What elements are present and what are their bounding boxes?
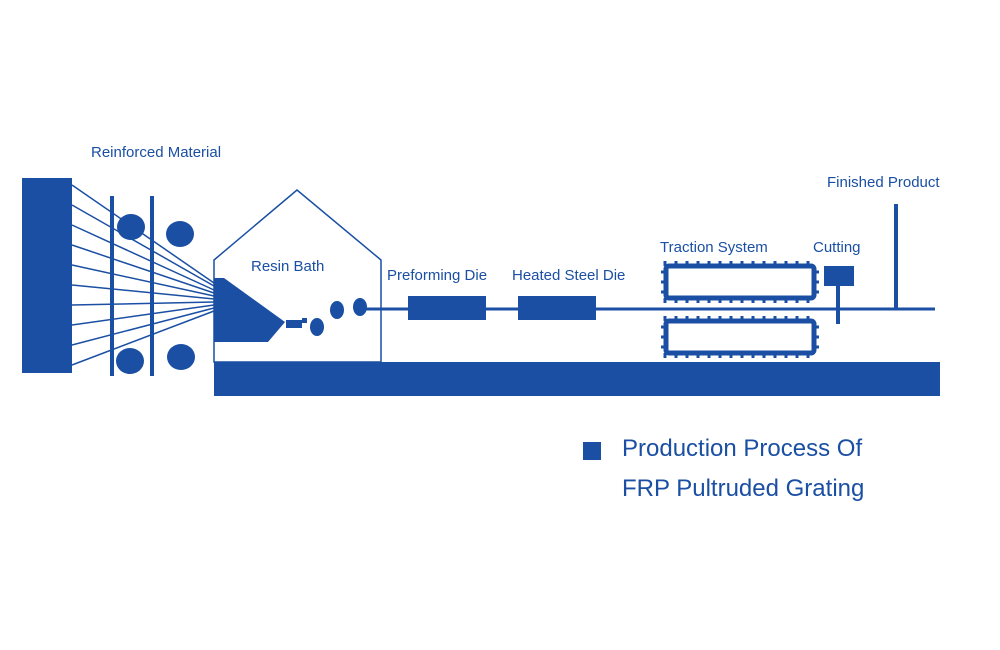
- label-resin-bath: Resin Bath: [251, 258, 325, 275]
- label-heated-steel-die: Heated Steel Die: [512, 267, 626, 284]
- cutting-saw-head: [824, 266, 854, 286]
- caption-line-2: FRP Pultruded Grating: [622, 475, 865, 502]
- label-finished-product: Finished Product: [827, 174, 940, 191]
- label-preforming-die: Preforming Die: [387, 267, 488, 284]
- caption-line-1: Production Process Of: [622, 435, 863, 462]
- spool-bottom-right: [167, 344, 195, 370]
- creel-rack: [22, 178, 72, 373]
- guide-plate-2: [150, 196, 154, 376]
- label-reinforced-material: Reinforced Material: [91, 144, 222, 161]
- spool-top-left: [117, 214, 145, 240]
- base-platform: [214, 362, 940, 396]
- guide-plate-1: [110, 196, 114, 376]
- fiber-strands: [71, 184, 215, 366]
- preform-roller-1: [310, 318, 324, 336]
- finished-product-post: [894, 204, 898, 309]
- heated-steel-die: [518, 296, 596, 320]
- tank-outlet-nozzle: [286, 320, 302, 328]
- traction-track-lower: [661, 316, 819, 358]
- label-cutting: Cutting: [813, 239, 861, 256]
- traction-track-upper: [661, 261, 819, 303]
- preforming-die: [408, 296, 486, 320]
- preform-roller-2: [330, 301, 344, 319]
- resin-tank: [214, 278, 285, 342]
- label-traction-system: Traction System: [660, 239, 768, 256]
- cutting-saw-blade: [836, 286, 840, 324]
- resin-bath-housing: [213, 189, 382, 363]
- spool-bottom-left: [116, 348, 144, 374]
- tank-outlet-tip: [302, 318, 307, 323]
- preform-roller-3: [353, 298, 367, 316]
- caption-bullet: [583, 442, 601, 460]
- spool-top-right: [166, 221, 194, 247]
